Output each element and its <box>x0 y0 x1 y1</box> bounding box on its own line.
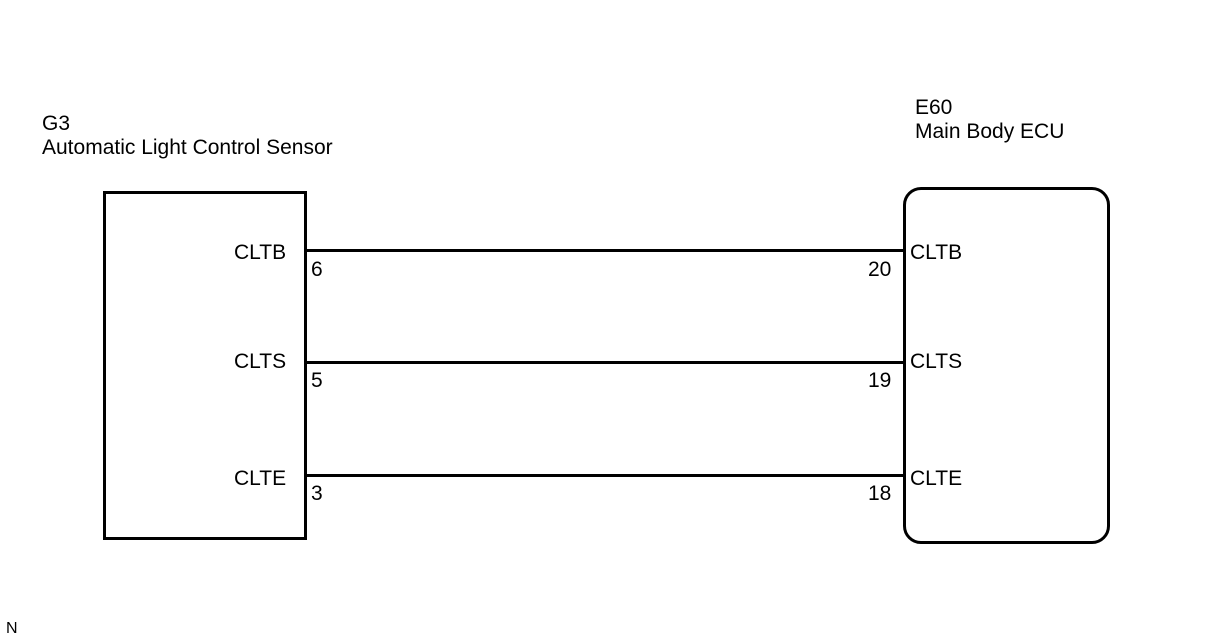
left-component-box <box>103 191 307 540</box>
figure-code: N <box>6 620 18 637</box>
left-pin-number: 5 <box>311 369 323 392</box>
right-pin-number: 18 <box>868 482 892 505</box>
left-pin-name: CLTE <box>234 467 287 490</box>
left-connector-code: G3 <box>42 112 71 135</box>
wire-clts <box>304 361 903 364</box>
wire-clte <box>304 474 903 477</box>
right-connector-name: Main Body ECU <box>915 120 1065 143</box>
right-component-box <box>903 187 1110 544</box>
left-pin-number: 6 <box>311 258 323 281</box>
left-pin-name: CLTS <box>234 350 287 373</box>
right-pin-number: 19 <box>868 369 892 392</box>
left-pin-number: 3 <box>311 482 323 505</box>
right-pin-name: CLTS <box>910 350 963 373</box>
right-connector-code: E60 <box>915 96 953 119</box>
left-connector-name: Automatic Light Control Sensor <box>42 136 333 159</box>
wire-cltb <box>304 249 903 252</box>
right-pin-number: 20 <box>868 258 892 281</box>
right-pin-name: CLTE <box>910 467 963 490</box>
left-pin-name: CLTB <box>234 241 287 264</box>
right-pin-name: CLTB <box>910 241 963 264</box>
